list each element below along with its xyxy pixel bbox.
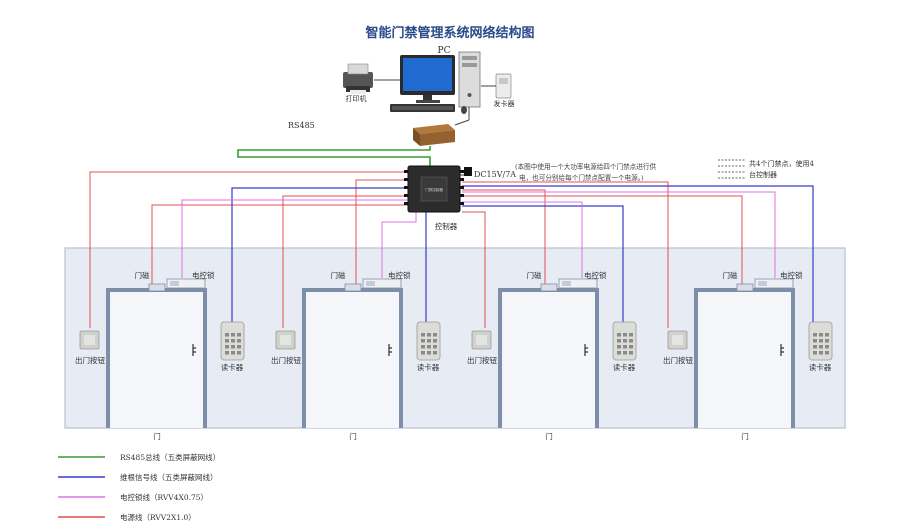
keyboard-icon (390, 104, 455, 112)
electric-lock-label: 电控锁 (780, 270, 803, 280)
legend-item: 电源线（RVV2X1.0） (58, 512, 196, 522)
electric-lock-icon (166, 278, 206, 289)
diagram-title: 智能门禁管理系统网络结构图 (365, 25, 534, 41)
pc-monitor-icon (400, 55, 455, 103)
legend-label: RS485总线（五类屏蔽网线） (120, 452, 220, 462)
door-leaf (502, 292, 595, 428)
side-note-line2: 台控制器 (749, 170, 777, 179)
door-handle-icon (388, 344, 392, 356)
wiegand-signal-lines (231, 185, 814, 322)
rs485-bus-line (237, 146, 431, 167)
door-magnet-icon (148, 283, 166, 292)
door-label: 门 (349, 432, 357, 441)
door-magnet-label: 门磁 (135, 270, 150, 280)
door-leaf (306, 292, 399, 428)
electric-lock-label: 电控锁 (388, 270, 411, 280)
legend-label: 电源线（RVV2X1.0） (120, 512, 196, 522)
door-handle-icon (584, 344, 588, 356)
electric-lock-icon (558, 278, 598, 289)
pc-label: PC (438, 46, 451, 56)
power-lines (89, 171, 743, 328)
legend-item: 维根信号线（五类屏蔽网线） (58, 472, 218, 482)
door-magnet-label: 门磁 (527, 270, 542, 280)
door-magnet-label: 门磁 (723, 270, 738, 280)
exit-button-label: 出门按钮 (75, 355, 105, 365)
controller-label: 控制器 (435, 221, 458, 231)
converter-box-icon (413, 124, 455, 146)
door-handle-icon (192, 344, 196, 356)
legend-label: 电控锁线（RVV4X0.75） (120, 492, 208, 502)
card-issuer-icon (495, 73, 512, 99)
power-note-line1: (本图中使用一个大功率电源给四个门禁点进行供 (515, 162, 656, 171)
door-handle-icon (780, 344, 784, 356)
electric-lock-icon (362, 278, 402, 289)
door-label: 门 (545, 432, 553, 441)
legend: RS485总线（五类屏蔽网线） 维根信号线（五类屏蔽网线） 电控锁线（RVV4X0.… (58, 452, 220, 522)
printer-label: 打印机 (346, 94, 367, 103)
lock-control-lines (181, 191, 776, 278)
card-issuer-label: 发卡器 (494, 99, 515, 108)
power-supply-icon (464, 167, 472, 176)
power-note-line2: 电，也可分别给每个门禁点配置一个电源。) (519, 173, 644, 182)
exit-button-label: 出门按钮 (271, 355, 301, 365)
side-note-line1: 共4个门禁点，使用4 (749, 159, 814, 168)
power-spec-label: DC15V/7A (474, 170, 516, 179)
controller-device-text: 门禁控制器 (425, 187, 443, 192)
door-leaf (698, 292, 791, 428)
door-leaf (110, 292, 203, 428)
side-note-dashes (718, 159, 745, 179)
door-magnet-icon (736, 283, 754, 292)
door-magnet-label: 门磁 (331, 270, 346, 280)
exit-button-label: 出门按钮 (467, 355, 497, 365)
rs485-label: RS485 (288, 121, 315, 130)
legend-label: 维根信号线（五类屏蔽网线） (120, 472, 218, 482)
door-magnet-icon (344, 283, 362, 292)
electric-lock-label: 电控锁 (192, 270, 215, 280)
exit-button-label: 出门按钮 (663, 355, 693, 365)
electric-lock-icon (754, 278, 794, 289)
electric-lock-label: 电控锁 (584, 270, 607, 280)
mouse-icon (461, 106, 467, 114)
card-reader-label: 读卡器 (809, 362, 832, 372)
door-magnet-icon (540, 283, 558, 292)
door-label: 门 (153, 432, 161, 441)
printer-icon (343, 63, 373, 94)
legend-item: RS485总线（五类屏蔽网线） (58, 452, 220, 462)
card-reader-label: 读卡器 (417, 362, 440, 372)
card-reader-label: 读卡器 (221, 362, 244, 372)
pc-tower-icon (458, 51, 481, 108)
door-units: 门磁电控锁出门按钮读卡器门门磁电控锁出门按钮读卡器门门磁电控锁出门按钮读卡器门门… (75, 270, 833, 441)
card-reader-label: 读卡器 (613, 362, 636, 372)
door-label: 门 (741, 432, 749, 441)
controller-device-icon (404, 165, 464, 213)
legend-item: 电控锁线（RVV4X0.75） (58, 492, 208, 502)
